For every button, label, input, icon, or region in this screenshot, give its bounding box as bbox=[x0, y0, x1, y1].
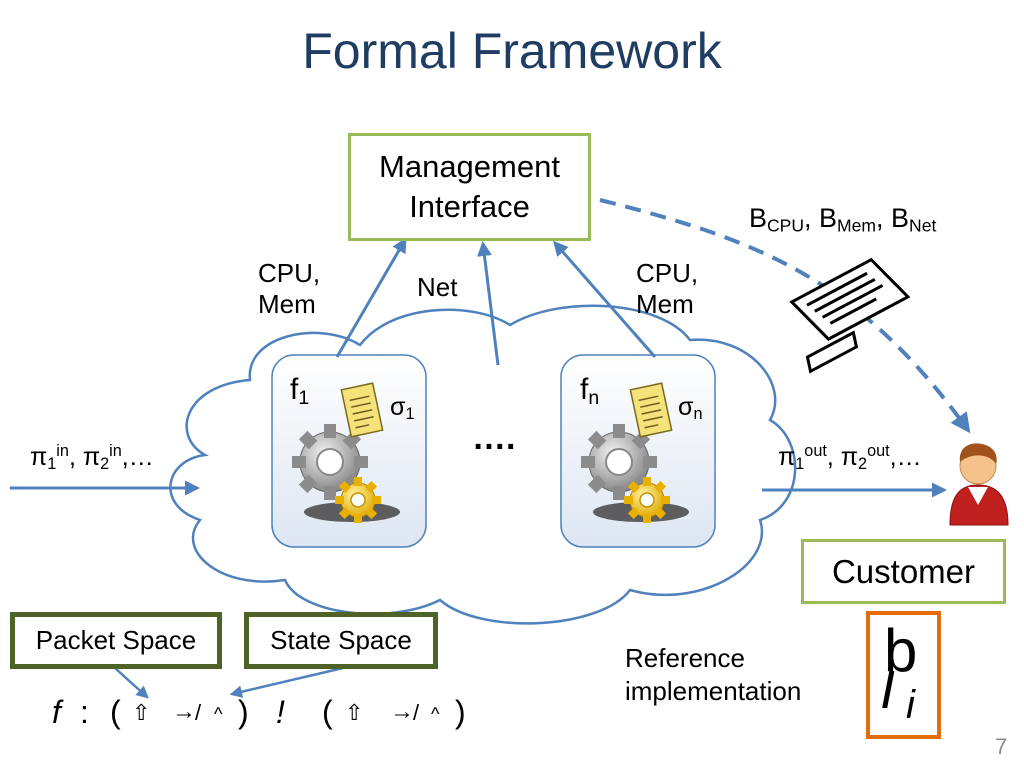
state-space-arrow bbox=[229, 666, 344, 698]
packet-symbol: ⇧ bbox=[345, 700, 364, 725]
customer-person-icon bbox=[949, 443, 1009, 526]
billing-dashed-arrow bbox=[599, 198, 971, 434]
formula-open-paren: ( bbox=[110, 694, 121, 730]
state-space-box: State Space bbox=[244, 612, 438, 669]
budget-label: BCPU, BMem, BNet bbox=[749, 202, 936, 236]
net-arrow bbox=[477, 241, 500, 366]
pi-sep: , π bbox=[68, 443, 101, 471]
cpu-mem-label-right: CPU, Mem bbox=[636, 258, 698, 320]
ellipsis-label: …. bbox=[472, 419, 516, 457]
gear-gold-icon bbox=[624, 477, 670, 523]
state-n-label: σn bbox=[678, 392, 702, 425]
function-sub: 1 bbox=[298, 386, 310, 409]
state-name: σ bbox=[390, 393, 406, 421]
net-label: Net bbox=[417, 272, 458, 302]
state-sub: n bbox=[693, 405, 703, 424]
management-line-2: Interface bbox=[409, 189, 530, 224]
pi: π bbox=[778, 443, 796, 471]
mem-label: Mem bbox=[258, 289, 316, 320]
pi-sub: 2 bbox=[858, 455, 868, 474]
page-number: 7 bbox=[995, 734, 1008, 759]
customer-label: Customer bbox=[831, 552, 976, 590]
state-1-label: σ1 bbox=[390, 392, 414, 425]
management-interface-box: Management Interface bbox=[348, 133, 591, 241]
invoice-icon bbox=[789, 257, 911, 374]
pi-tail: ,… bbox=[121, 443, 154, 471]
packet-symbol: ⇧ bbox=[132, 700, 151, 725]
packet-space-label: Packet Space bbox=[35, 625, 197, 655]
reference-glyph-b: b bbox=[884, 617, 918, 684]
gear-grey-icon bbox=[581, 424, 657, 500]
state-sub: 1 bbox=[405, 405, 415, 424]
packet-space-arrow bbox=[114, 667, 149, 699]
gear-gold-icon bbox=[335, 477, 381, 523]
state-document-icon bbox=[340, 382, 384, 438]
formula: f : ( ⇧ → / ^ ) ! ( ⇧ → / ^ ) bbox=[0, 690, 500, 746]
packet-space-box: Packet Space bbox=[10, 612, 222, 669]
formula-arrow: → bbox=[390, 698, 414, 725]
pi-tail: ,… bbox=[889, 443, 922, 471]
pi-sub: 1 bbox=[795, 455, 805, 474]
reference-line-1: Reference bbox=[625, 643, 745, 673]
function-name: f bbox=[580, 373, 589, 406]
reference-glyph-i: i bbox=[906, 683, 915, 727]
budget-b: B bbox=[749, 203, 768, 233]
pi-sup: in bbox=[56, 442, 69, 461]
cpu-mem-arrow-left bbox=[335, 237, 407, 358]
budget-net-sub: Net bbox=[909, 215, 937, 236]
pi-sep: , π bbox=[826, 443, 859, 471]
formula-arrow: → bbox=[172, 698, 196, 725]
reference-implementation-box: b I i bbox=[866, 611, 941, 739]
reference-implementation-label: Reference implementation bbox=[625, 642, 801, 707]
cpu-mem-label-left: CPU, Mem bbox=[258, 258, 320, 320]
function-n-label: fn bbox=[580, 372, 599, 410]
budget-cpu-sub: CPU bbox=[767, 215, 805, 236]
reference-glyph-I: I bbox=[880, 660, 896, 720]
cpu-label: CPU, bbox=[258, 258, 321, 288]
pi-sup: in bbox=[109, 442, 122, 461]
formula-bang: ! bbox=[276, 694, 285, 730]
output-packets-label: π1out, π2out,… bbox=[778, 442, 922, 475]
mem-label: Mem bbox=[636, 289, 694, 320]
pi-sup: out bbox=[867, 442, 890, 461]
pi: π bbox=[30, 443, 48, 471]
pi-sup: out bbox=[804, 442, 827, 461]
formula-close-paren: ) bbox=[455, 694, 466, 730]
slide-title: Formal Framework bbox=[302, 23, 722, 79]
cpu-label: CPU, bbox=[636, 258, 699, 288]
formula-caret: ^ bbox=[431, 704, 440, 724]
state-document-icon bbox=[629, 382, 673, 438]
management-line-1: Management bbox=[379, 148, 560, 184]
state-name: σ bbox=[678, 393, 694, 421]
cpu-mem-arrow-right bbox=[553, 240, 657, 358]
function-sub: n bbox=[588, 386, 600, 409]
formula-slash: / bbox=[195, 700, 202, 725]
pi-sub: 2 bbox=[100, 455, 110, 474]
budget-mem-sub: Mem bbox=[837, 215, 877, 236]
formula-caret: ^ bbox=[214, 704, 223, 724]
reference-line-2: implementation bbox=[625, 675, 802, 706]
formula-colon: : bbox=[80, 694, 89, 730]
formula-f: f bbox=[52, 694, 61, 730]
function-1-label: f1 bbox=[290, 372, 309, 410]
formula-close-paren: ) bbox=[238, 694, 249, 730]
state-space-label: State Space bbox=[270, 625, 412, 655]
customer-box: Customer bbox=[801, 539, 1006, 604]
pi-sub: 1 bbox=[47, 455, 57, 474]
budget-sep: , B bbox=[876, 203, 910, 233]
formula-open-paren: ( bbox=[322, 694, 333, 730]
function-name: f bbox=[290, 373, 299, 406]
budget-sep: , B bbox=[804, 203, 838, 233]
input-packets-label: π1in, π2in,… bbox=[30, 442, 154, 475]
formula-slash: / bbox=[413, 700, 420, 725]
